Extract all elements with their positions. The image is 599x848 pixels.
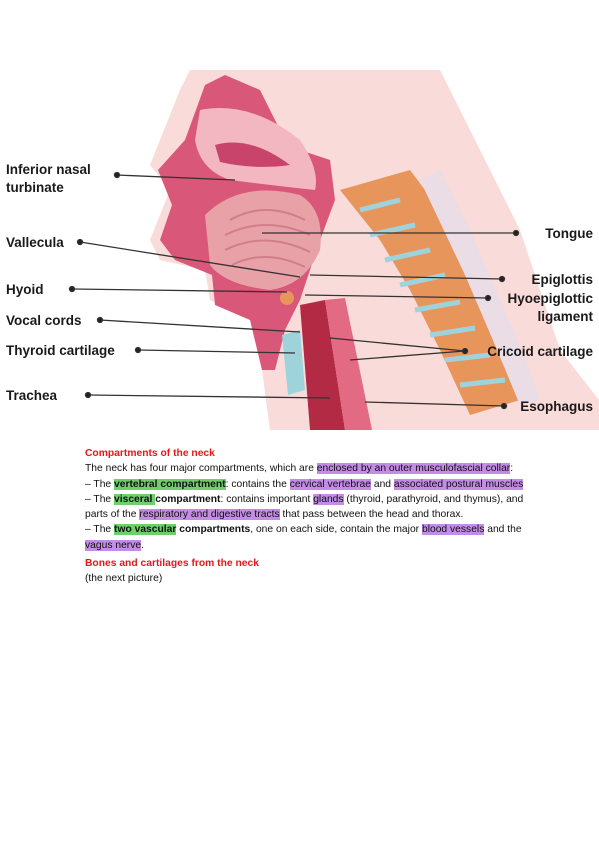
label-cricoid-cartilage: Cricoid cartilage <box>487 344 593 359</box>
text: that pass between the head and thorax. <box>279 509 464 521</box>
text: compartments <box>176 524 251 536</box>
notes-section: Compartments of the neck The neck has fo… <box>85 446 525 587</box>
thyroid-cartilage-shape <box>282 330 305 395</box>
label-trachea: Trachea <box>6 388 58 403</box>
text: : contains the <box>225 478 290 490</box>
heading-bones: Bones and cartilages from the neck <box>85 558 259 570</box>
text: : <box>510 463 514 475</box>
label-hyoepiglottic-1: Hyoepiglottic <box>507 291 593 306</box>
next-picture-note: (the next picture) <box>85 573 163 585</box>
item-vascular: – The two vascular compartments, one on … <box>85 522 525 553</box>
text: – The <box>85 493 115 505</box>
label-thyroid-cartilage: Thyroid cartilage <box>6 343 115 358</box>
text: and <box>370 478 394 490</box>
label-vallecula: Vallecula <box>6 235 64 250</box>
text: . <box>141 539 144 551</box>
tongue-striation <box>224 209 311 268</box>
text: , one on each side, contain the major <box>250 524 422 536</box>
label-tongue: Tongue <box>545 226 593 241</box>
esophagus-shape <box>325 298 372 430</box>
label-inferior-nasal-turbinate-2: turbinate <box>6 180 64 195</box>
text: and the <box>484 524 522 536</box>
label-epiglottis: Epiglottis <box>532 272 594 287</box>
highlight-postural-muscles: associated postural muscles <box>393 478 524 490</box>
nasal-turbinate-shape <box>215 142 290 167</box>
label-hyoepiglottic-2: ligament <box>537 309 593 324</box>
item-visceral: – The visceral compartment: contains imp… <box>85 492 525 523</box>
label-inferior-nasal-turbinate-1: Inferior nasal <box>6 162 91 177</box>
text: : contains important <box>220 493 314 505</box>
highlight-tracts: respiratory and digestive tracts <box>139 509 280 521</box>
label-hyoid: Hyoid <box>6 282 44 297</box>
neck-anatomy-figure: Inferior nasal turbinate Vallecula Hyoid… <box>6 70 599 430</box>
text: (thyroid, parathyroid, and thymus), and … <box>85 493 524 521</box>
item-vertebral: – The vertebral compartment: contains th… <box>85 477 525 492</box>
cervical-spine <box>340 170 540 415</box>
heading-compartments: Compartments of the neck <box>85 448 215 459</box>
label-vocal-cords: Vocal cords <box>6 313 82 328</box>
highlight-collar: enclosed by an outer musculofascial coll… <box>316 463 511 475</box>
hyoid-bone-shape <box>280 291 294 305</box>
highlight-glands: glands <box>313 493 344 505</box>
text: The neck has four major compartments, wh… <box>85 463 317 475</box>
highlight-cervical-vertebrae: cervical vertebrae <box>289 478 371 490</box>
text: compartment <box>155 493 221 505</box>
text: – The <box>85 478 115 490</box>
highlight-vagus-nerve: vagus nerve <box>85 539 142 551</box>
text: – The <box>85 524 115 536</box>
label-esophagus: Esophagus <box>520 399 593 414</box>
highlight-two-vascular: two vascular <box>114 524 177 536</box>
intro-paragraph: The neck has four major compartments, wh… <box>85 461 525 476</box>
highlight-blood-vessels: blood vessels <box>421 524 485 536</box>
leader-lines <box>68 171 520 410</box>
highlight-vertebral-compartment: vertebral compartment <box>114 478 226 490</box>
highlight-visceral: visceral <box>114 493 156 505</box>
